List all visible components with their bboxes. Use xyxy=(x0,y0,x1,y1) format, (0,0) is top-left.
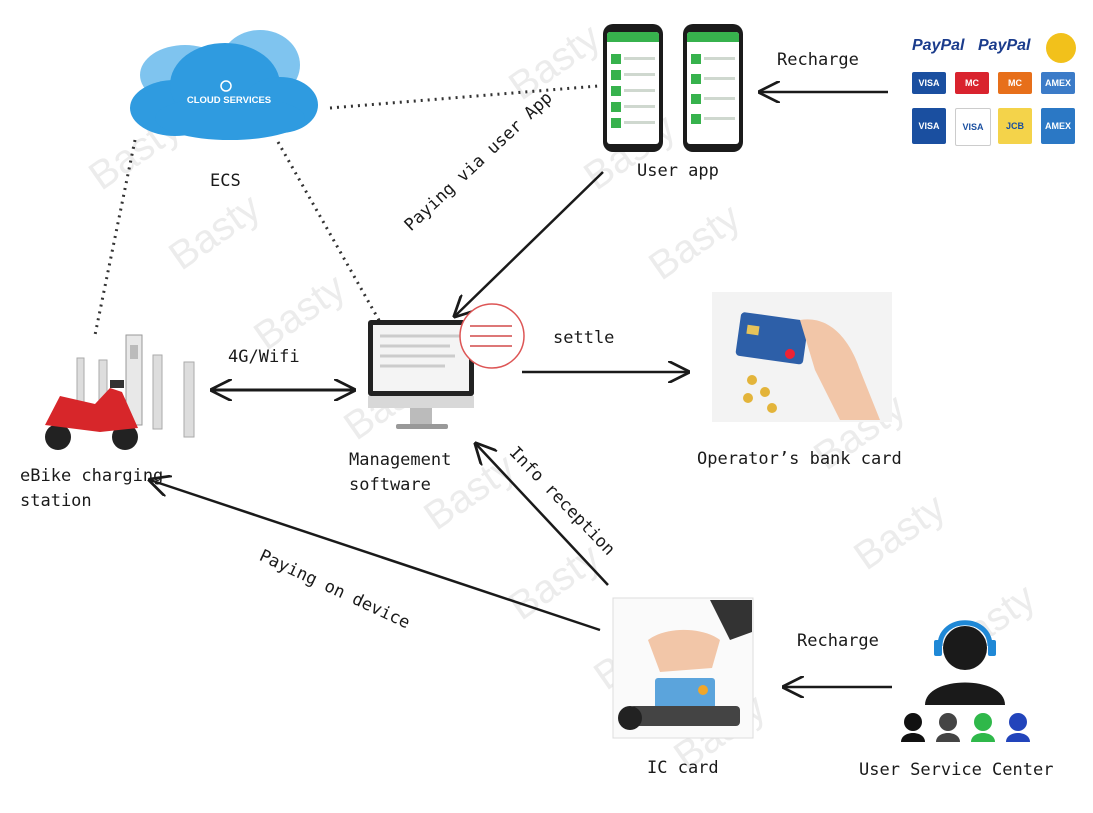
edge-label-recharge-ic: Recharge xyxy=(797,631,879,651)
visa-card-icon: VISA xyxy=(912,72,946,94)
edge-label-settle: settle xyxy=(553,328,615,348)
ecs-label: ECS xyxy=(210,171,241,191)
edge-cloud-app xyxy=(329,84,599,110)
paypal-logo: PayPal xyxy=(912,37,965,54)
maestro-card-icon: MC xyxy=(998,72,1032,94)
ic-card-label: IC card xyxy=(647,758,719,778)
amex-card-icon: AMEX xyxy=(1041,72,1075,94)
cloud-inner-text: CLOUD SERVICES xyxy=(186,95,272,106)
user-app-label: User app xyxy=(637,161,719,181)
visa-card-icon: VISA xyxy=(912,108,946,144)
edge-label-recharge-app: Recharge xyxy=(777,50,859,70)
paypal-logo: PayPal xyxy=(978,37,1031,54)
edge-paying-on-device xyxy=(150,480,601,632)
edge-label-4g-wifi: 4G/Wifi xyxy=(228,347,300,367)
management-label-line2: software xyxy=(349,475,431,495)
mastercard-icon: MC xyxy=(955,72,989,94)
edge-info-reception xyxy=(476,444,609,586)
jcb-card-icon: JCB xyxy=(998,108,1032,144)
bank-card-label: Operator’s bank card xyxy=(697,449,902,469)
ebike-station-label-line1: eBike charging xyxy=(20,466,164,486)
visa-electron-icon: VISA xyxy=(955,108,991,146)
phone-2-icon xyxy=(683,24,743,152)
amex-card-icon: AMEX xyxy=(1041,108,1075,144)
phone-1-icon xyxy=(603,24,663,152)
edge-cloud-station xyxy=(93,139,137,336)
service-center-label: User Service Center xyxy=(859,760,1054,780)
ebike-station-label-line2: station xyxy=(20,491,92,511)
management-label-line1: Management xyxy=(349,450,452,470)
edge-paying-via-app xyxy=(455,171,604,316)
paypal-badge-icon xyxy=(1046,33,1076,63)
